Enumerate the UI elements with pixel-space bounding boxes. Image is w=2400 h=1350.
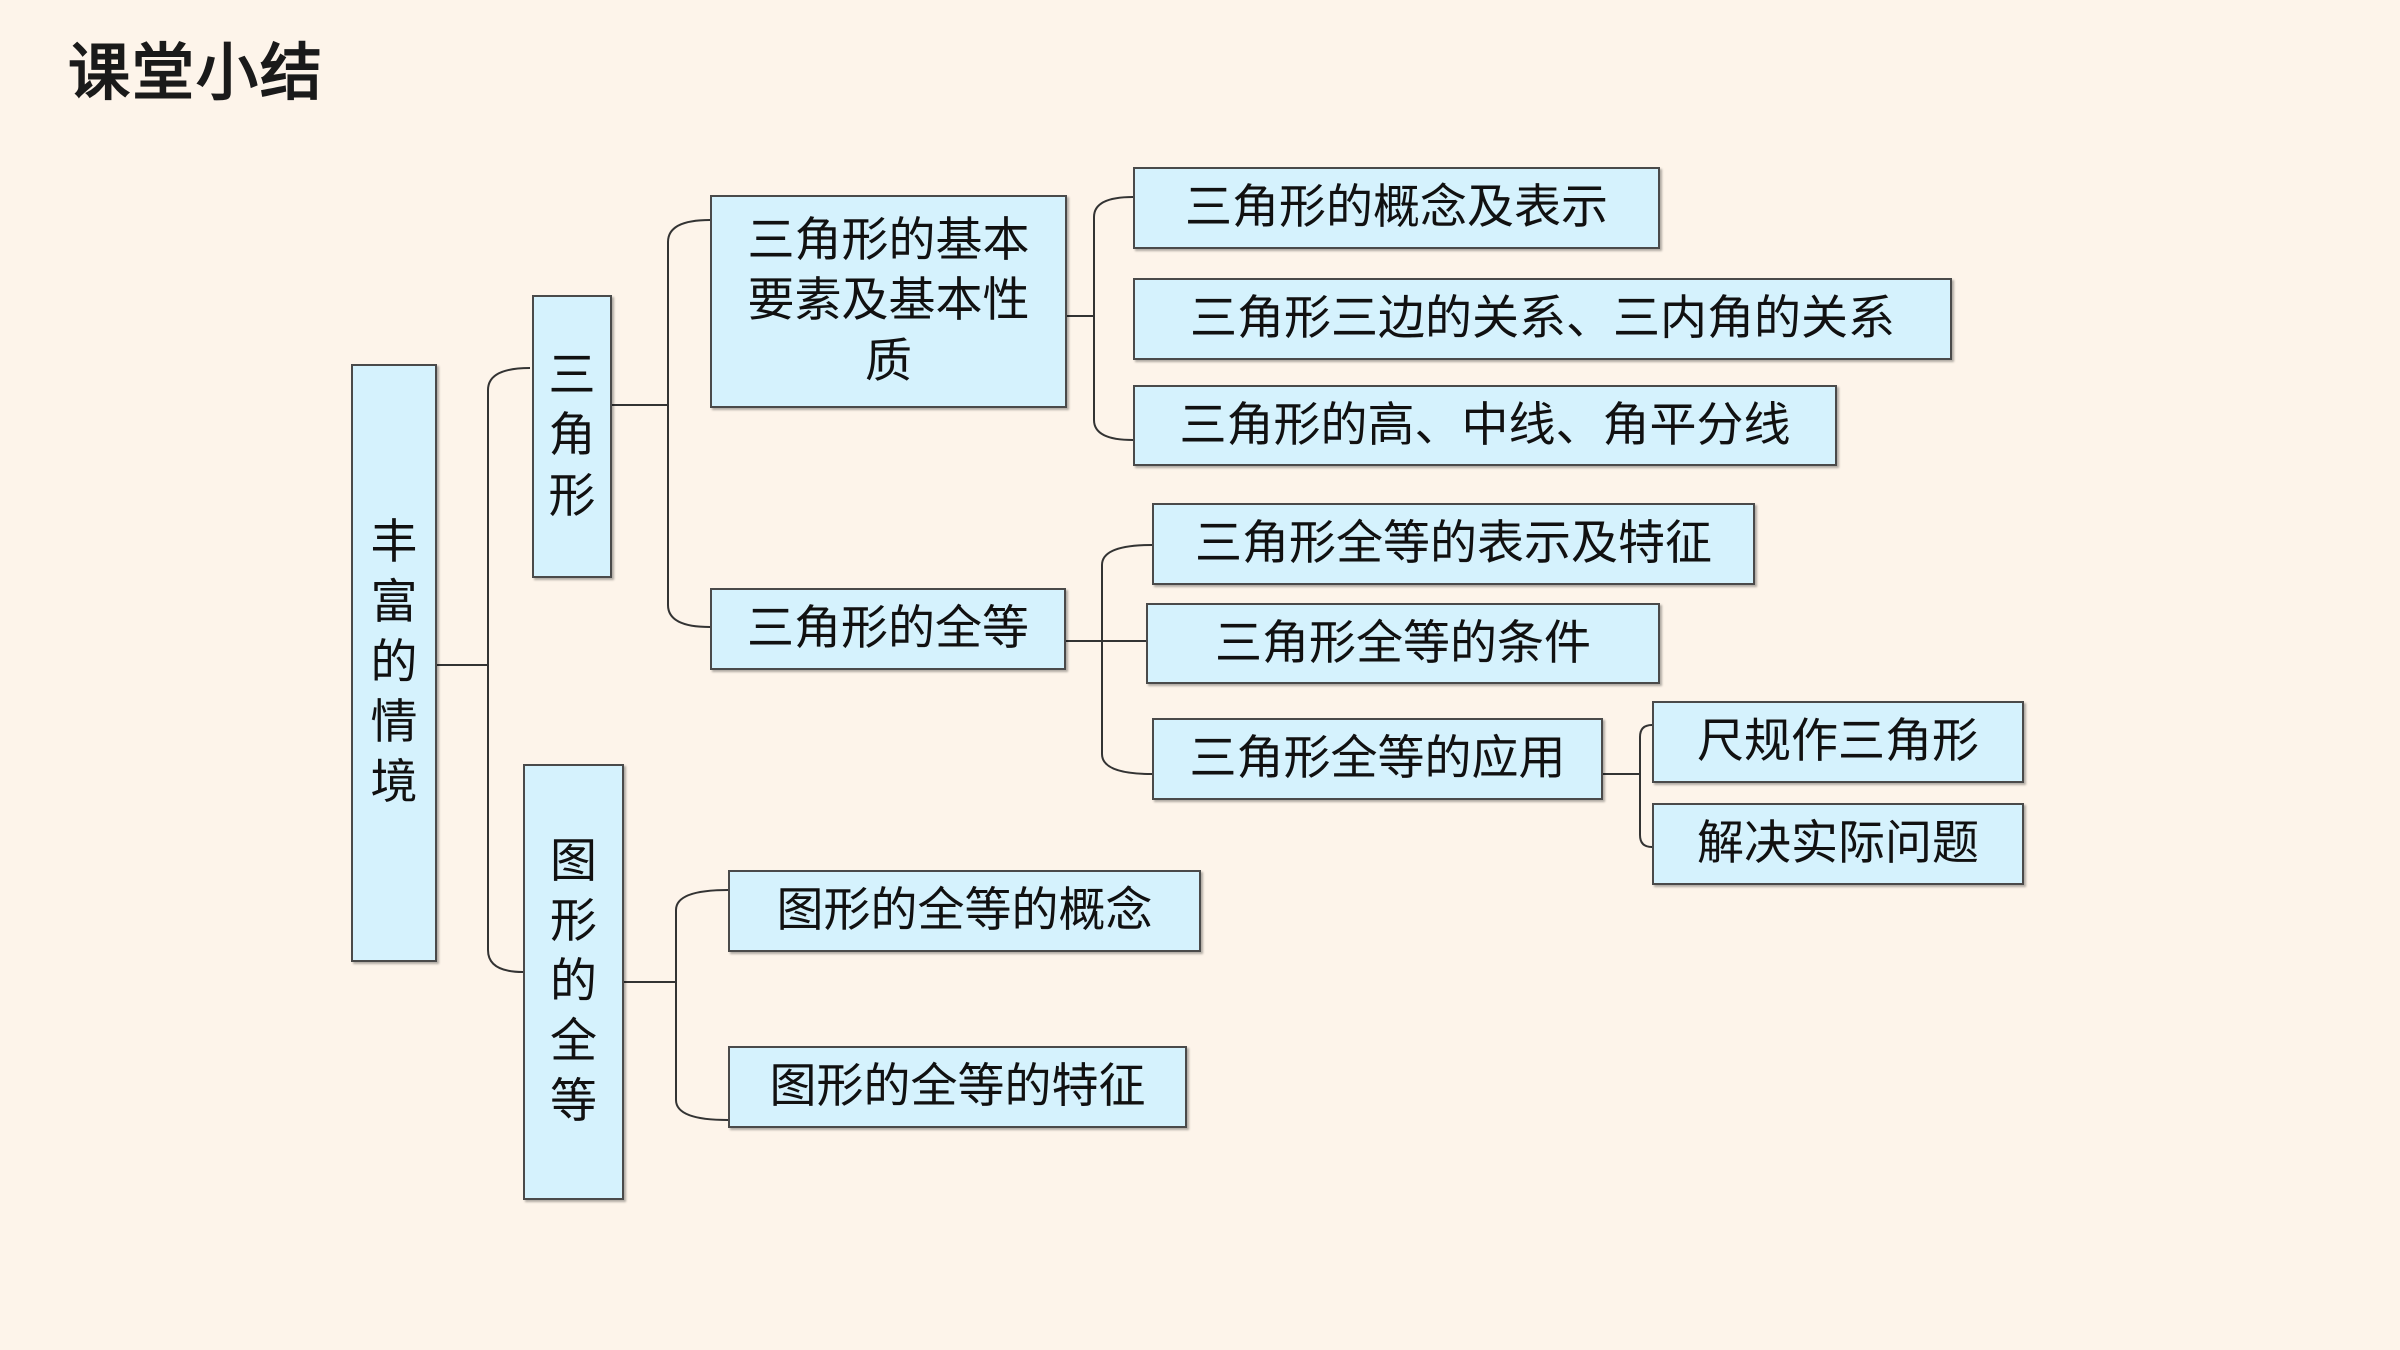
node-figure-congruence-label: 图形的全等	[550, 833, 597, 1130]
node-root-label: 丰富的情境	[370, 514, 418, 811]
node-figure-congruence: 图形的全等	[523, 764, 624, 1200]
node-triangle: 三角形	[532, 295, 612, 578]
node-figure-concept-label: 图形的全等的概念	[776, 883, 1153, 939]
node-figure-features-label: 图形的全等的特征	[769, 1059, 1146, 1115]
page-title: 课堂小结	[68, 36, 325, 109]
node-congruence-conditions-label: 三角形全等的条件	[1215, 615, 1591, 671]
node-altitude-median-bisector: 三角形的高、中线、角平分线	[1133, 385, 1837, 466]
node-ruler-compass: 尺规作三角形	[1652, 701, 2024, 783]
node-solve-problems: 解决实际问题	[1652, 803, 2024, 885]
node-figure-concept: 图形的全等的概念	[728, 870, 1201, 952]
node-concept-repr: 三角形的概念及表示	[1133, 167, 1660, 249]
node-altitude-median-bisector-label: 三角形的高、中线、角平分线	[1179, 397, 1791, 453]
node-congruence-application-label: 三角形全等的应用	[1189, 731, 1566, 787]
node-congruence-conditions: 三角形全等的条件	[1146, 603, 1660, 684]
node-triangle-congruence-label: 三角形的全等	[747, 601, 1029, 657]
node-congruence-application: 三角形全等的应用	[1152, 718, 1603, 800]
node-triangle-label: 三角形	[548, 348, 596, 524]
node-basic-elements-label: 三角形的基本要素及基本性质	[747, 213, 1030, 389]
node-side-angle-relation: 三角形三边的关系、三内角的关系	[1133, 278, 1952, 360]
node-concept-repr-label: 三角形的概念及表示	[1185, 180, 1608, 236]
node-congruence-repr-features-label: 三角形全等的表示及特征	[1195, 516, 1712, 572]
node-figure-features: 图形的全等的特征	[728, 1046, 1187, 1128]
node-congruence-repr-features: 三角形全等的表示及特征	[1152, 503, 1755, 585]
node-side-angle-relation-label: 三角形三边的关系、三内角的关系	[1190, 291, 1895, 347]
node-root: 丰富的情境	[351, 364, 437, 962]
node-ruler-compass-label: 尺规作三角形	[1697, 714, 1979, 770]
node-solve-problems-label: 解决实际问题	[1697, 816, 1979, 872]
node-basic-elements: 三角形的基本要素及基本性质	[710, 195, 1067, 408]
node-triangle-congruence: 三角形的全等	[710, 588, 1066, 670]
